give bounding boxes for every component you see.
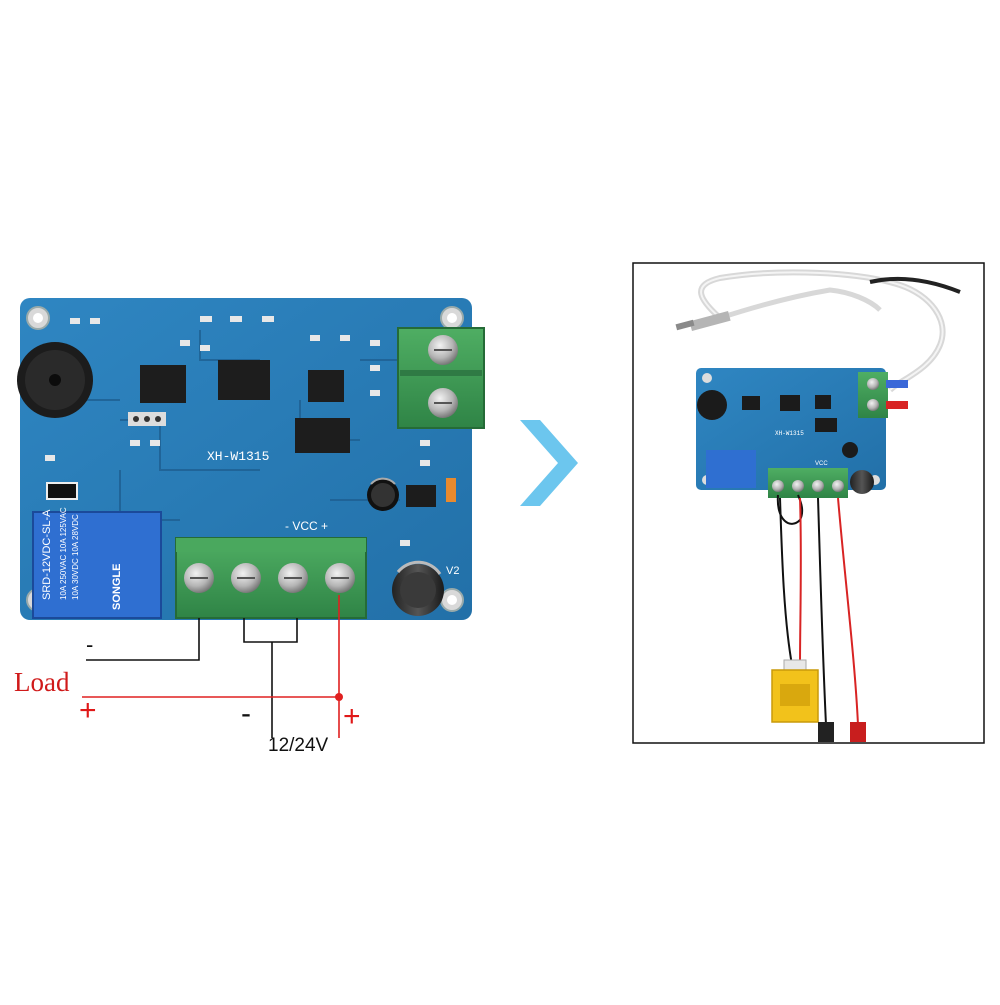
supply-minus-bridge (243, 618, 298, 643)
smd-diode (46, 482, 78, 500)
relay-rating-2: 10A 30VDC 10A 28VDC (71, 514, 80, 600)
power-load-terminal-block (175, 537, 367, 619)
relay: SRD-12VDC-SL-A 10A 250VAC 10A 125VAC 10A… (32, 507, 162, 619)
yellow-connector-icon (771, 659, 819, 723)
screw-icon (832, 480, 844, 492)
terminal-screws (184, 563, 355, 593)
sensor-terminal-block (397, 327, 485, 429)
wiring-lines (82, 595, 343, 738)
electrolytic-capacitor (392, 560, 444, 616)
junction-dot (335, 693, 343, 701)
right-photo-panel: XH-W1315 VCC (632, 262, 985, 744)
load-minus-wire (86, 618, 200, 661)
small-board-vcc-label: VCC (815, 461, 828, 467)
supply-plus-sign: + (343, 700, 361, 733)
temperature-probe-icon (675, 269, 961, 393)
load-label: Load (14, 667, 70, 697)
ic-chip (308, 370, 344, 402)
ic-chip (218, 360, 270, 400)
relay-brand-label: SONGLE (111, 564, 123, 610)
smd-components (45, 316, 430, 546)
chevron-right-icon (520, 420, 578, 506)
left-pcb-photo: XH-W1315 - VCC + V2 SRD-12VDC-SL-A 10A 2… (17, 298, 485, 620)
buzzer (17, 342, 93, 418)
vcc-label: - VCC + (285, 519, 328, 533)
diode (446, 478, 456, 502)
thermostat-board-icon: XH-W1315 VCC (696, 368, 908, 498)
photo-frame (632, 262, 985, 744)
board-model-label: XH-W1315 (207, 449, 269, 464)
ic-chip (140, 365, 186, 403)
small-capacitor (367, 477, 399, 511)
alligator-clip-icon (818, 722, 866, 742)
small-relay (706, 450, 756, 488)
pin-header (128, 412, 166, 426)
screw-icon (772, 480, 784, 492)
ic-chip (295, 418, 350, 453)
small-board-model-label: XH-W1315 (775, 430, 804, 437)
voltage-regulator (406, 485, 436, 507)
screw-icon (792, 480, 804, 492)
version-label: V2 (446, 565, 459, 577)
supply-voltage-label: 12/24V (268, 735, 329, 756)
screw-icon (867, 399, 879, 411)
relay-rating-1: 10A 250VAC 10A 125VAC (59, 507, 68, 600)
relay-model-label: SRD-12VDC-SL-A (41, 509, 53, 600)
screw-icon (812, 480, 824, 492)
load-minus-sign: - (86, 632, 94, 657)
supply-minus-sign: - (241, 697, 251, 730)
ic-chips (140, 360, 350, 453)
screw-icon (867, 378, 879, 390)
load-plus-sign: + (79, 694, 97, 727)
photo-wires (776, 494, 859, 726)
